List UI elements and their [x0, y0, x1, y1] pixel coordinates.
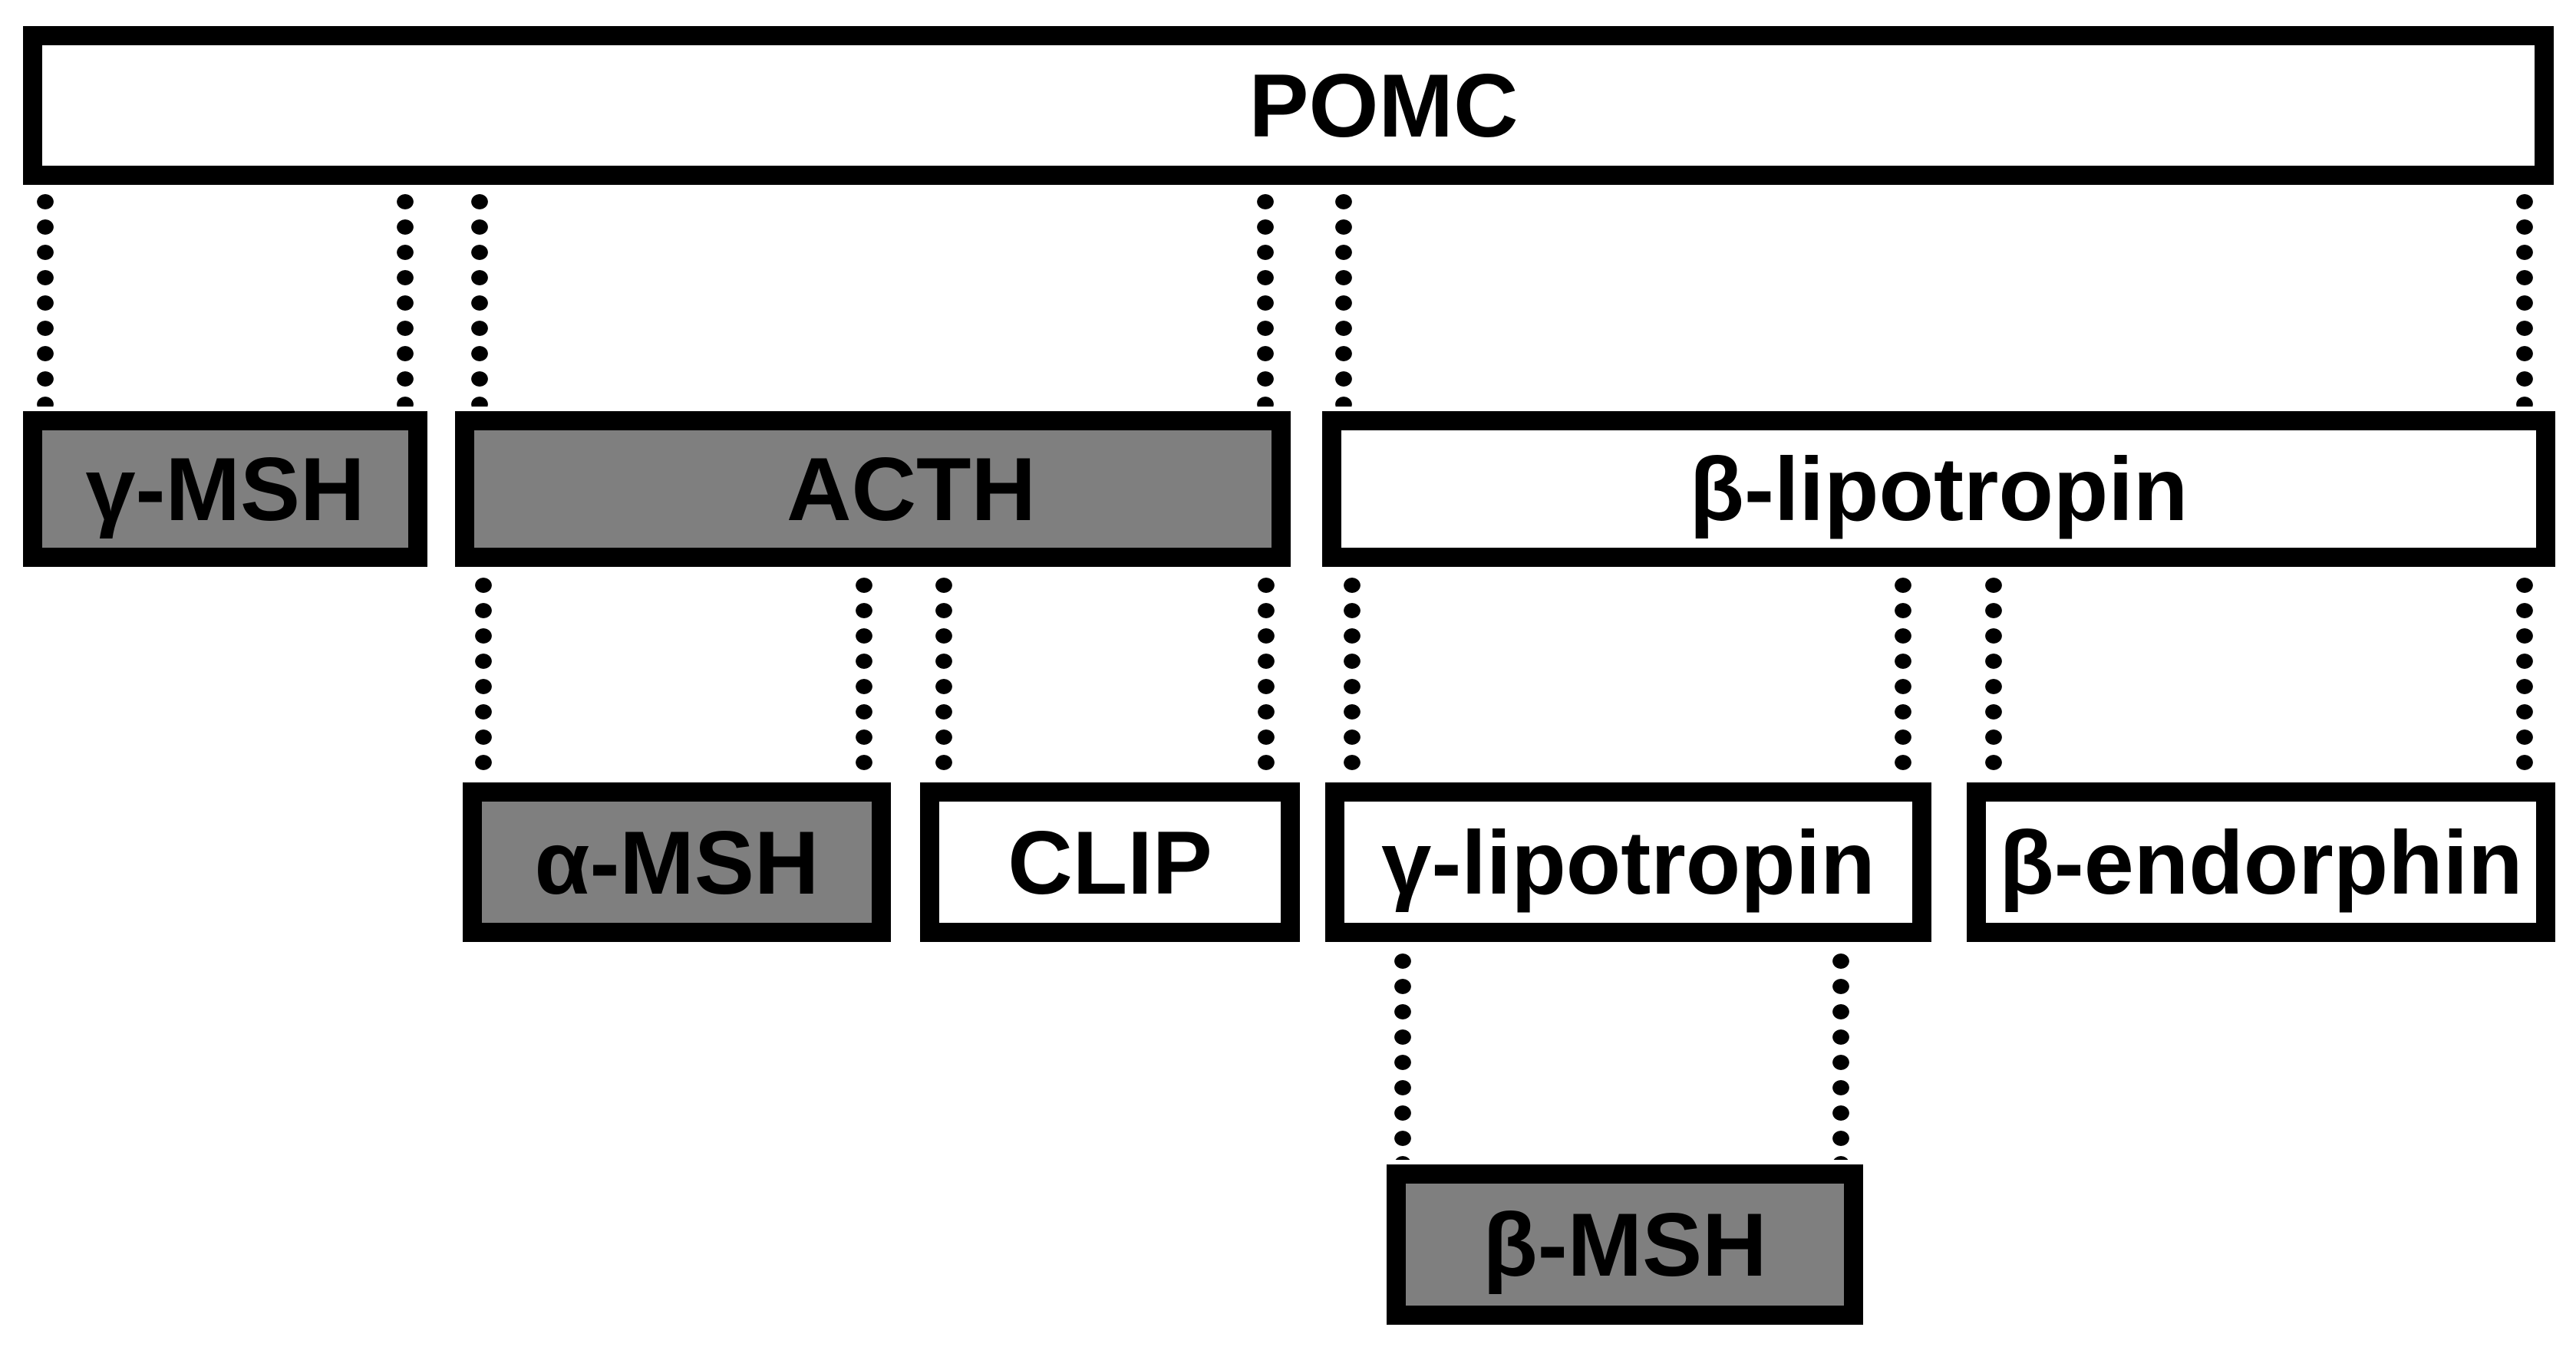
node-label: β-lipotropin — [1689, 439, 2188, 539]
node-beta-msh: β-MSH — [1387, 1164, 1863, 1325]
dotted-connector-beta-lipotropin-to-gamma-lipotropin-left — [1344, 577, 1361, 778]
node-clip: CLIP — [920, 782, 1300, 942]
dotted-connector-acth-to-clip-right — [1258, 577, 1275, 778]
dotted-connector-acth-to-alpha-msh-left — [475, 577, 492, 778]
dotted-connector-pomc-to-acth-left — [471, 193, 488, 407]
dotted-connector-pomc-to-gamma-msh-left — [37, 193, 54, 407]
node-label: γ-lipotropin — [1381, 812, 1875, 913]
dotted-connector-gamma-lipotropin-to-beta-msh-left — [1394, 953, 1411, 1160]
node-label: ACTH — [787, 439, 1036, 539]
node-label: POMC — [1248, 55, 1519, 156]
node-gamma-msh: γ-MSH — [23, 411, 427, 567]
node-label: CLIP — [1008, 812, 1212, 913]
dotted-connector-beta-lipotropin-to-beta-endorphin-left — [1985, 577, 2002, 778]
node-label: γ-MSH — [85, 439, 365, 539]
node-gamma-lipotropin: γ-lipotropin — [1325, 782, 1931, 942]
dotted-connector-gamma-lipotropin-to-beta-msh-right — [1832, 953, 1849, 1160]
node-alpha-msh: α-MSH — [463, 782, 891, 942]
node-label: β-endorphin — [1999, 812, 2523, 913]
dotted-connector-pomc-to-beta-lipotropin-left — [1335, 193, 1352, 407]
dotted-connector-pomc-to-acth-right — [1257, 193, 1274, 407]
dotted-connector-acth-to-clip-left — [935, 577, 952, 778]
dotted-connector-beta-lipotropin-to-beta-endorphin-right — [2516, 577, 2533, 778]
node-label: β-MSH — [1483, 1194, 1767, 1295]
dotted-connector-beta-lipotropin-to-gamma-lipotropin-right — [1895, 577, 1911, 778]
dotted-connector-acth-to-alpha-msh-right — [856, 577, 872, 778]
node-beta-lipotropin: β-lipotropin — [1322, 411, 2555, 567]
node-label: α-MSH — [534, 812, 820, 913]
dotted-connector-pomc-to-beta-lipotropin-right — [2516, 193, 2533, 407]
dotted-connector-pomc-to-gamma-msh-right — [397, 193, 414, 407]
node-pomc: POMC — [23, 26, 2554, 185]
node-acth: ACTH — [455, 411, 1291, 567]
node-beta-endorphin: β-endorphin — [1967, 782, 2555, 942]
